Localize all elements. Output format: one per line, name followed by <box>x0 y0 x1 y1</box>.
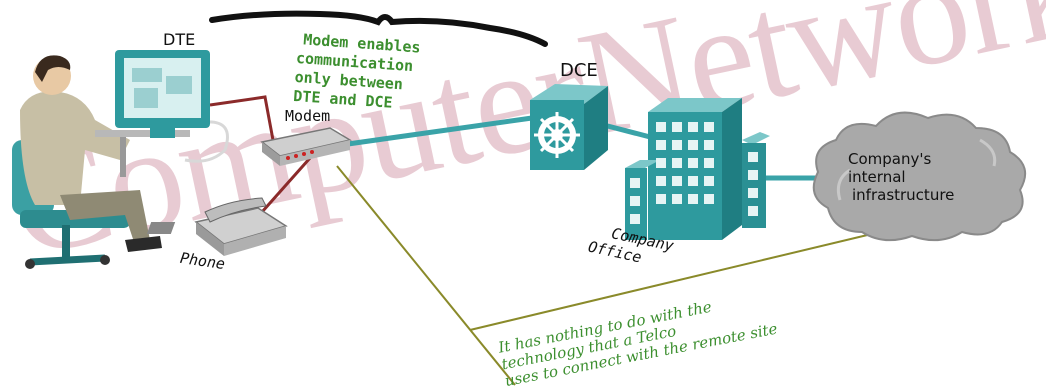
dce-switch-icon <box>530 84 608 170</box>
modem-label: Modem <box>285 107 331 125</box>
modem-icon <box>260 127 352 166</box>
note-pointer-left <box>336 165 516 386</box>
keyboard-cable <box>184 120 229 163</box>
dce-label: DCE <box>560 60 598 81</box>
cloud-label-line-3: infrastructure <box>852 186 955 204</box>
modem-dce-cable <box>347 115 533 147</box>
dte-label: DTE <box>163 30 196 49</box>
cloud-label-line-2: internal <box>848 168 906 186</box>
brace-note: Modem enables communication only between… <box>293 30 421 114</box>
office-building-icon <box>625 98 770 240</box>
cloud-label-line-1: Company's <box>848 150 932 168</box>
phone-modem-cable <box>260 157 312 213</box>
cloud-icon <box>812 111 1027 242</box>
note-pointer-right <box>469 231 881 331</box>
brace <box>209 10 548 47</box>
dte-modem-cable <box>209 95 275 141</box>
cloud-label: Company's internal infrastructure <box>848 150 954 204</box>
person-at-computer-icon <box>12 50 210 269</box>
telephone-icon <box>146 197 288 256</box>
